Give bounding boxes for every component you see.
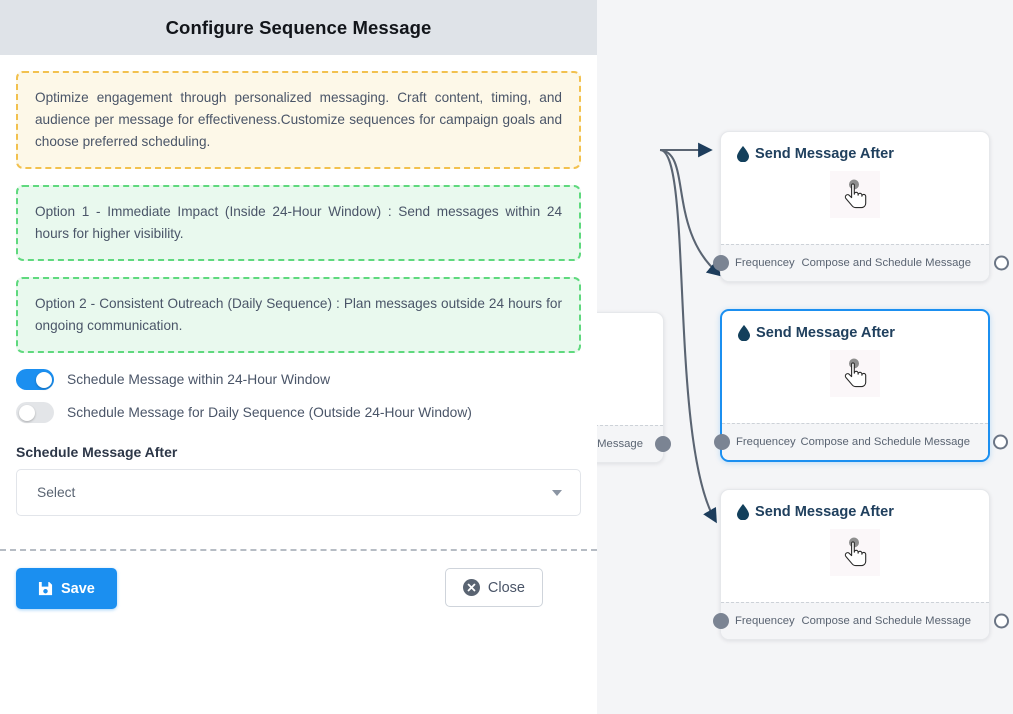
chevron-down-icon [552,489,562,496]
flow-node-send-message-after-1[interactable]: Send Message After Frequencey Compose an… [713,131,1009,282]
panel-body: Optimize engagement through personalized… [0,55,597,516]
source-handle[interactable] [994,613,1009,629]
schedule-message-after-label: Schedule Message After [16,444,178,460]
node-title-label: Send Message After [755,504,894,520]
hand-pointer-icon [830,529,880,576]
panel-header: Configure Sequence Message [0,0,597,55]
source-handle[interactable] [655,436,671,452]
node-body: Send Message After [721,132,989,244]
node-body: Send Message After [721,490,989,602]
save-button[interactable]: Save [16,568,117,609]
node-title-row: Send Message After [737,504,973,521]
upstream-node-partial[interactable]: ce Message [597,312,671,463]
save-button-label: Save [61,580,95,597]
toggle-row-daily-sequence[interactable]: Schedule Message for Daily Sequence (Out… [16,402,581,423]
target-handle[interactable] [714,434,730,450]
toggle-switch-daily-sequence[interactable] [16,402,54,423]
target-handle[interactable] [713,255,729,271]
node-footer-frequency-label: Frequencey [735,615,795,627]
upstream-node-body [597,313,663,425]
node-footer-compose-label: Compose and Schedule Message [801,257,971,269]
node-footer: Frequencey Compose and Schedule Message [714,423,1008,460]
node-illustration [738,350,972,397]
droplet-icon [738,325,750,342]
node-title-label: Send Message After [756,325,895,341]
page-title: Configure Sequence Message [165,16,432,38]
toggle-knob [35,371,52,388]
node-body: Send Message After [722,311,988,423]
option-1-text: Option 1 - Immediate Impact (Inside 24-H… [35,204,562,241]
toggle-label-within-24h: Schedule Message within 24-Hour Window [67,372,331,387]
node-illustration [737,171,973,218]
select-value: Select [37,485,76,500]
configure-sequence-panel: Configure Sequence Message Optimize enga… [0,0,597,714]
schedule-message-after-select[interactable]: Select [16,469,581,516]
option-2-callout: Option 2 - Consistent Outreach (Daily Se… [16,277,581,353]
toggle-knob [18,404,35,421]
node-title-label: Send Message After [755,146,894,162]
toggle-label-daily-sequence: Schedule Message for Daily Sequence (Out… [67,405,472,420]
source-handle[interactable] [994,255,1009,271]
droplet-icon [737,504,749,521]
info-callout: Optimize engagement through personalized… [16,71,581,169]
upstream-node-footer: ce Message [597,425,671,462]
node-illustration [737,529,973,576]
option-1-callout: Option 1 - Immediate Impact (Inside 24-H… [16,185,581,261]
node-footer-compose-label: Compose and Schedule Message [800,436,970,448]
droplet-icon [737,146,749,163]
hand-pointer-icon [830,350,880,397]
floppy-disk-icon [38,581,53,596]
node-title-row: Send Message After [738,325,972,342]
toggle-row-within-24h[interactable]: Schedule Message within 24-Hour Window [16,369,581,390]
node-footer-compose-label: Compose and Schedule Message [801,615,971,627]
node-footer: Frequencey Compose and Schedule Message [713,602,1009,639]
node-footer: Frequencey Compose and Schedule Message [713,244,1009,281]
node-footer-frequency-label: Frequencey [736,436,796,448]
close-icon [462,579,480,596]
upstream-node-footer-label: ce Message [597,438,643,450]
panel-footer: Save Close [0,549,597,714]
flow-node-send-message-after-3[interactable]: Send Message After Frequencey Compose an… [713,489,1009,640]
toggle-switch-within-24h[interactable] [16,369,54,390]
target-handle[interactable] [713,613,729,629]
flow-node-send-message-after-2[interactable]: Send Message After Frequencey Compose an… [714,309,1008,462]
option-2-text: Option 2 - Consistent Outreach (Daily Se… [35,296,562,333]
hand-pointer-icon [830,171,880,218]
node-title-row: Send Message After [737,146,973,163]
info-callout-text: Optimize engagement through personalized… [35,90,562,149]
source-handle[interactable] [993,434,1008,450]
close-button-label: Close [487,579,525,596]
flow-canvas[interactable]: ce Message Send Message After [597,0,1013,714]
close-button[interactable]: Close [444,568,543,607]
node-footer-frequency-label: Frequencey [735,257,795,269]
